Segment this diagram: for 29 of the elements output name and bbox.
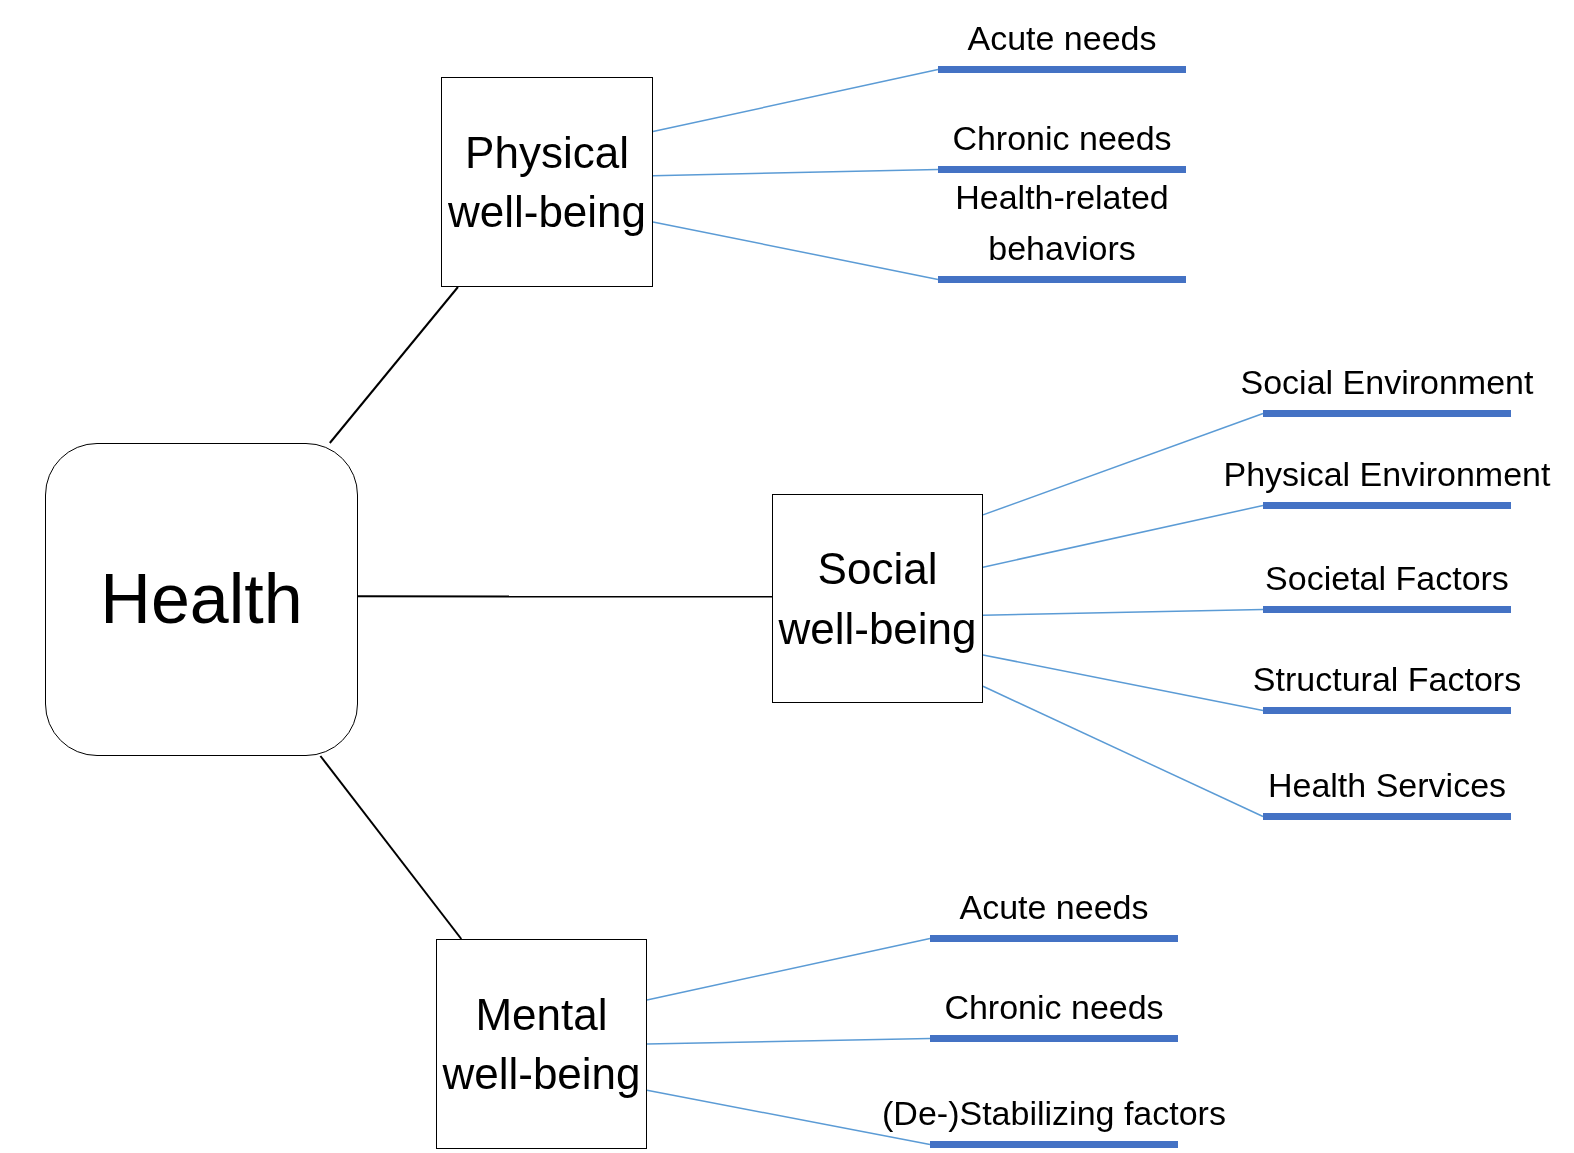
label-text: (De-)Stabilizing factors: [882, 1093, 1226, 1134]
connector-line: [646, 1037, 931, 1045]
label-text: Acute needs: [967, 18, 1157, 59]
connector-line: [982, 504, 1264, 568]
label-text: Societal Factors: [1265, 558, 1509, 599]
connector-line: [982, 608, 1264, 616]
connector-line: [652, 168, 939, 177]
label-text: Health Services: [1267, 765, 1507, 806]
connector-line: [646, 937, 931, 1001]
connector-line: [982, 685, 1264, 818]
connector-line: [652, 68, 939, 133]
category-box: Physical well-being: [441, 77, 653, 287]
central-node: Health: [45, 443, 358, 756]
connector-line: [319, 755, 463, 940]
label-text: Structural Factors: [1252, 659, 1522, 700]
category-box: Social well-being: [772, 494, 983, 703]
category-box: Mental well-being: [436, 939, 647, 1149]
label-text: Social Environment: [1240, 362, 1534, 403]
connector-line: [982, 412, 1264, 516]
label-text: Chronic needs: [952, 118, 1172, 159]
connector-line: [646, 1089, 931, 1146]
label-text: Physical Environment: [1223, 454, 1551, 495]
label-text: Chronic needs: [944, 987, 1164, 1028]
label-text: Health-related behaviors: [954, 177, 1170, 269]
connector-line: [357, 595, 773, 598]
connector-line: [982, 654, 1264, 712]
label-text: Acute needs: [959, 887, 1149, 928]
connector-line: [328, 286, 459, 444]
connector-line: [652, 221, 939, 281]
